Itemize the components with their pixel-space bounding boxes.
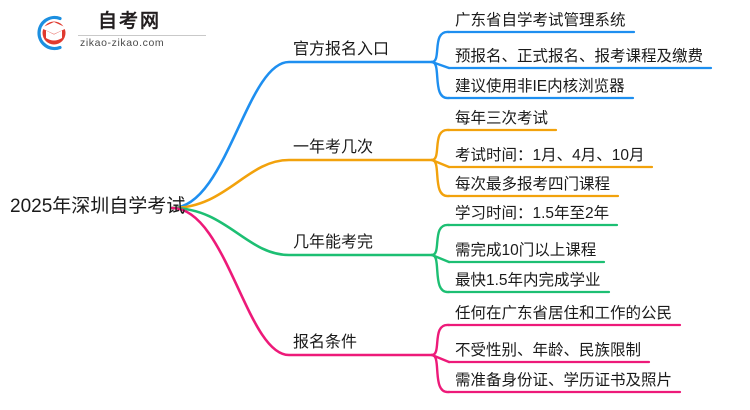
logo-url: zikao-zikao.com <box>80 37 165 49</box>
leaf-label-4-1[interactable]: 任何在广东省居住和工作的公民 <box>455 305 673 322</box>
leaf-label-3-3[interactable]: 最快1.5年内完成学业 <box>455 272 601 289</box>
branch-label-3[interactable]: 几年能考完 <box>293 234 374 251</box>
leaf-label-4-2[interactable]: 不受性别、年龄、民族限制 <box>455 342 642 359</box>
leaf-label-4-3[interactable]: 需准备身份证、学历证书及照片 <box>455 372 673 389</box>
leaf-label-2-2[interactable]: 考试时间：1月、4月、10月 <box>455 147 645 164</box>
leaf-label-1-1[interactable]: 广东省自学考试管理系统 <box>455 12 626 29</box>
branch-label-4[interactable]: 报名条件 <box>293 334 358 351</box>
logo-name-cn: 自考网 <box>98 11 162 32</box>
site-logo: 自考网 zikao-zikao.com <box>30 10 210 56</box>
logo-wordmark: 自考网 zikao-zikao.com <box>78 10 208 54</box>
logo-divider <box>78 35 206 36</box>
leaf-label-2-1[interactable]: 每年三次考试 <box>455 110 549 127</box>
leaf-label-2-3[interactable]: 每次最多报考四门课程 <box>455 176 611 193</box>
branch-label-2[interactable]: 一年考几次 <box>293 139 374 156</box>
graduation-cap-logo-icon <box>37 15 68 51</box>
leaf-label-1-3[interactable]: 建议使用非IE内核浏览器 <box>455 78 625 95</box>
leaf-label-3-1[interactable]: 学习时间：1.5年至2年 <box>455 205 610 222</box>
branch-label-1[interactable]: 官方报名入口 <box>293 41 390 58</box>
root-topic[interactable]: 2025年深圳自学考试 <box>10 196 186 217</box>
leaf-label-3-2[interactable]: 需完成10门以上课程 <box>455 242 597 259</box>
leaf-label-1-2[interactable]: 预报名、正式报名、报考课程及缴费 <box>455 48 704 65</box>
